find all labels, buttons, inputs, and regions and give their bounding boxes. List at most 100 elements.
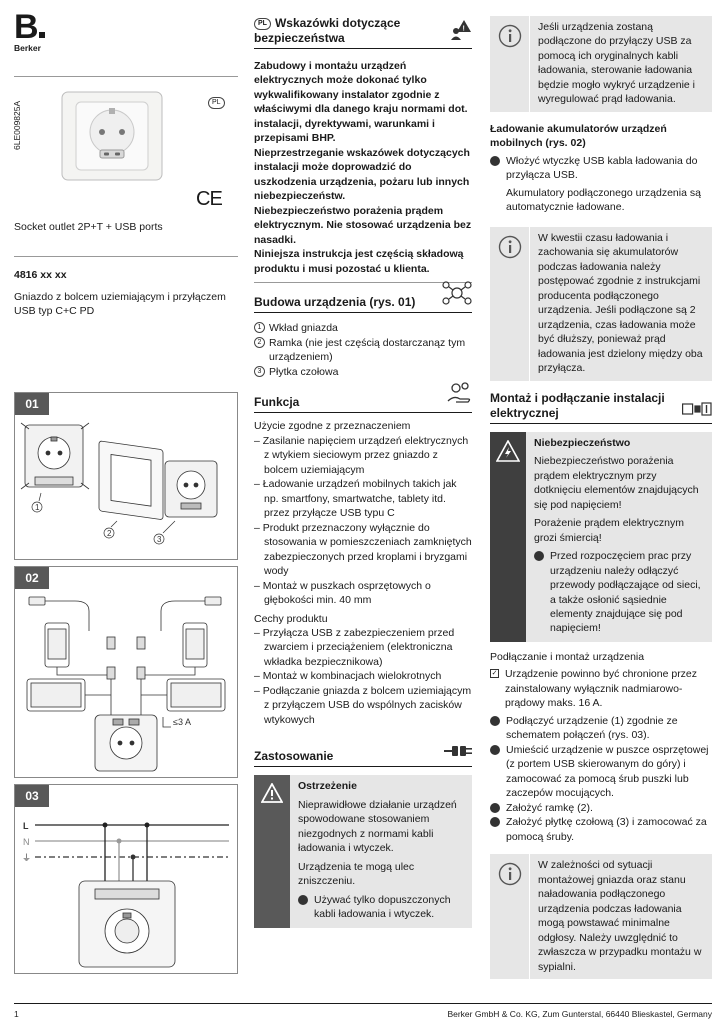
figure-label: 03 — [15, 785, 49, 807]
exploded-view-diagram: 1 2 3 — [20, 422, 218, 545]
line-label-PE: ⏚ — [22, 853, 31, 863]
checkbox-icon: ✓ — [490, 669, 499, 679]
function-title: Funkcja — [254, 395, 300, 410]
product-photo — [58, 88, 166, 184]
figure-label: 01 — [15, 393, 49, 415]
info-note: Jeśli urządzenia zostaną podłączone do p… — [490, 16, 712, 112]
safety-paragraph: Zabudowy i montażu urządzeń elektrycznyc… — [254, 60, 468, 145]
feature-item: – Przyłącza USB z zabezpieczeniem przed … — [254, 626, 455, 668]
safety-warning-icon: ! — [450, 19, 472, 45]
column-right: Jeśli urządzenia zostaną podłączone do p… — [490, 16, 712, 980]
product-name-pl: Gniazdo z bolcem uziemiającym i przyłącz… — [14, 291, 226, 318]
warning-box: Ostrzeżenie Nieprawidłowe działanie urzą… — [254, 775, 472, 928]
article-number: 4816 xx xx — [14, 269, 67, 281]
divider — [254, 282, 472, 284]
danger-title: Niebezpieczeństwo — [534, 436, 631, 449]
warning-text: Urządzenia te mogą ulec zniszczeniu. — [298, 860, 415, 888]
charging-result: Akumulatory podłączonego urządzenia są a… — [506, 186, 701, 214]
intended-use-heading: Użycie zgodne z przeznaczeniem — [254, 420, 411, 433]
safety-paragraph: Niniejsza instrukcja jest częścią składo… — [254, 248, 464, 275]
charging-step: Włożyć wtyczkę USB kabla ładowania do pr… — [490, 154, 712, 183]
prerequisite-item: ✓Urządzenie powinno być chronione przez … — [490, 668, 698, 710]
document-code: 6LE009825A — [12, 100, 22, 150]
logo-letter: B — [14, 8, 39, 46]
product-name-en: Socket outlet 2P+T + USB ports — [14, 221, 163, 233]
logo-brand-name: Berker — [14, 43, 41, 53]
line-label-L: L — [23, 821, 29, 831]
info-icon — [490, 226, 530, 381]
function-body: Użycie zgodne z przeznaczeniem – Zasilan… — [254, 419, 472, 727]
berker-logo: B Berker — [14, 10, 52, 55]
language-badge: PL — [254, 18, 271, 30]
callout-3: 3 — [157, 535, 162, 544]
figure-02: 02 — [14, 566, 238, 778]
language-badge: PL — [208, 97, 225, 109]
feature-item: – Podłączanie gniazda z bolcem uziemiają… — [254, 684, 472, 726]
line-label-N: N — [23, 837, 30, 847]
info-note: W zależności od sytuacji montażowej gnia… — [490, 854, 712, 980]
application-title: Zastosowanie — [254, 749, 334, 764]
structure-icon — [442, 281, 472, 309]
application-heading: Zastosowanie — [254, 746, 472, 768]
danger-box: Niebezpieczeństwo Niebezpieczeństwo pora… — [490, 431, 712, 642]
gears-hand-icon — [446, 381, 472, 409]
safety-title: Wskazówki dotyczące bezpieczeństwa — [254, 16, 401, 45]
warning-bullet: Używać tylko dopuszczonych kabli ładowan… — [298, 893, 466, 922]
warning-icon — [254, 775, 290, 928]
install-step: Umieścić urządzenie w puszce osprzętowej… — [490, 743, 712, 801]
danger-bullet: Przed rozpoczęciem prac przy urządzeniu … — [534, 549, 706, 636]
info-icon — [490, 854, 530, 980]
intended-use-item: – Zasilanie napięciem urządzeń elektrycz… — [254, 434, 469, 476]
callout-2: 2 — [107, 529, 112, 538]
intended-use-item: – Ładowanie urządzeń mobilnych takich ja… — [254, 478, 457, 520]
intended-use-item: – Produkt przeznaczony wyłącznie do stos… — [254, 521, 472, 578]
safety-paragraph: Niebezpieczeństwo porażenia prądem elekt… — [254, 204, 472, 246]
info-note-text: Jeśli urządzenia zostaną podłączone do p… — [538, 21, 695, 106]
features-heading: Cechy produktu — [254, 612, 328, 625]
function-heading: Funkcja — [254, 382, 472, 414]
current-limit-label: ≤3 A — [173, 717, 191, 727]
info-icon — [490, 16, 530, 112]
install-step: Założyć ramkę (2). — [490, 801, 712, 815]
ce-mark: CE — [196, 188, 223, 210]
danger-text: Niebezpieczeństwo porażenia prądem elekt… — [534, 455, 699, 511]
page-number: 1 — [14, 1009, 19, 1019]
electric-shock-warning-icon — [490, 431, 526, 642]
company-address: Berker GmbH & Co. KG, Zum Gunterstal, 66… — [447, 1009, 712, 1019]
terminal-block-icon — [682, 402, 712, 420]
structure-heading: Budowa urządzenia (rys. 01) — [254, 281, 472, 314]
svg-text:!: ! — [463, 26, 465, 33]
figure-03: 03 L N ⏚ — [14, 784, 238, 974]
install-step: Założyć płytkę czołową (3) i zamocować z… — [490, 815, 712, 844]
intended-use-item: – Montaż w puszkach osprzętowych o głębo… — [254, 579, 431, 607]
info-note-text: W kwestii czasu ładowania i zachowania s… — [538, 231, 703, 375]
structure-title: Budowa urządzenia (rys. 01) — [254, 295, 416, 310]
callout-1: 1 — [35, 503, 40, 512]
figure-01: 01 1 — [14, 392, 238, 560]
connect-heading: Podłączanie i montaż urządzenia — [490, 650, 645, 663]
divider — [14, 76, 238, 77]
warning-title: Ostrzeżenie — [298, 780, 357, 793]
divider — [14, 256, 238, 257]
charging-heading: Ładowanie akumulatorów urządzeń mobilnyc… — [490, 122, 667, 150]
info-note-text: W zależności od sytuacji montażowej gnia… — [538, 859, 702, 973]
danger-text: Porażenie prądem elektrycznym grozi śmie… — [534, 517, 684, 544]
install-title: Montaż i podłączanie instalacji elektryc… — [490, 390, 665, 420]
footer-divider — [14, 1003, 712, 1004]
usb-charging-diagram: ≤3 A — [26, 596, 226, 772]
plug-icon — [444, 743, 472, 763]
safety-paragraph: Nieprzestrzeganie wskazówek dotyczących … — [254, 146, 470, 203]
feature-item: – Montaż w kombinacjach wielokrotnych — [254, 670, 442, 683]
wiring-diagram: L N ⏚ — [22, 821, 229, 968]
safety-text: Zabudowy i montażu urządzeń elektrycznyc… — [254, 59, 472, 276]
warning-text: Nieprawidłowe działanie urządzeń spowodo… — [298, 798, 457, 855]
info-note: W kwestii czasu ładowania i zachowania s… — [490, 226, 712, 381]
socket-outlet-image — [61, 91, 163, 181]
figure-label: 02 — [15, 567, 49, 589]
